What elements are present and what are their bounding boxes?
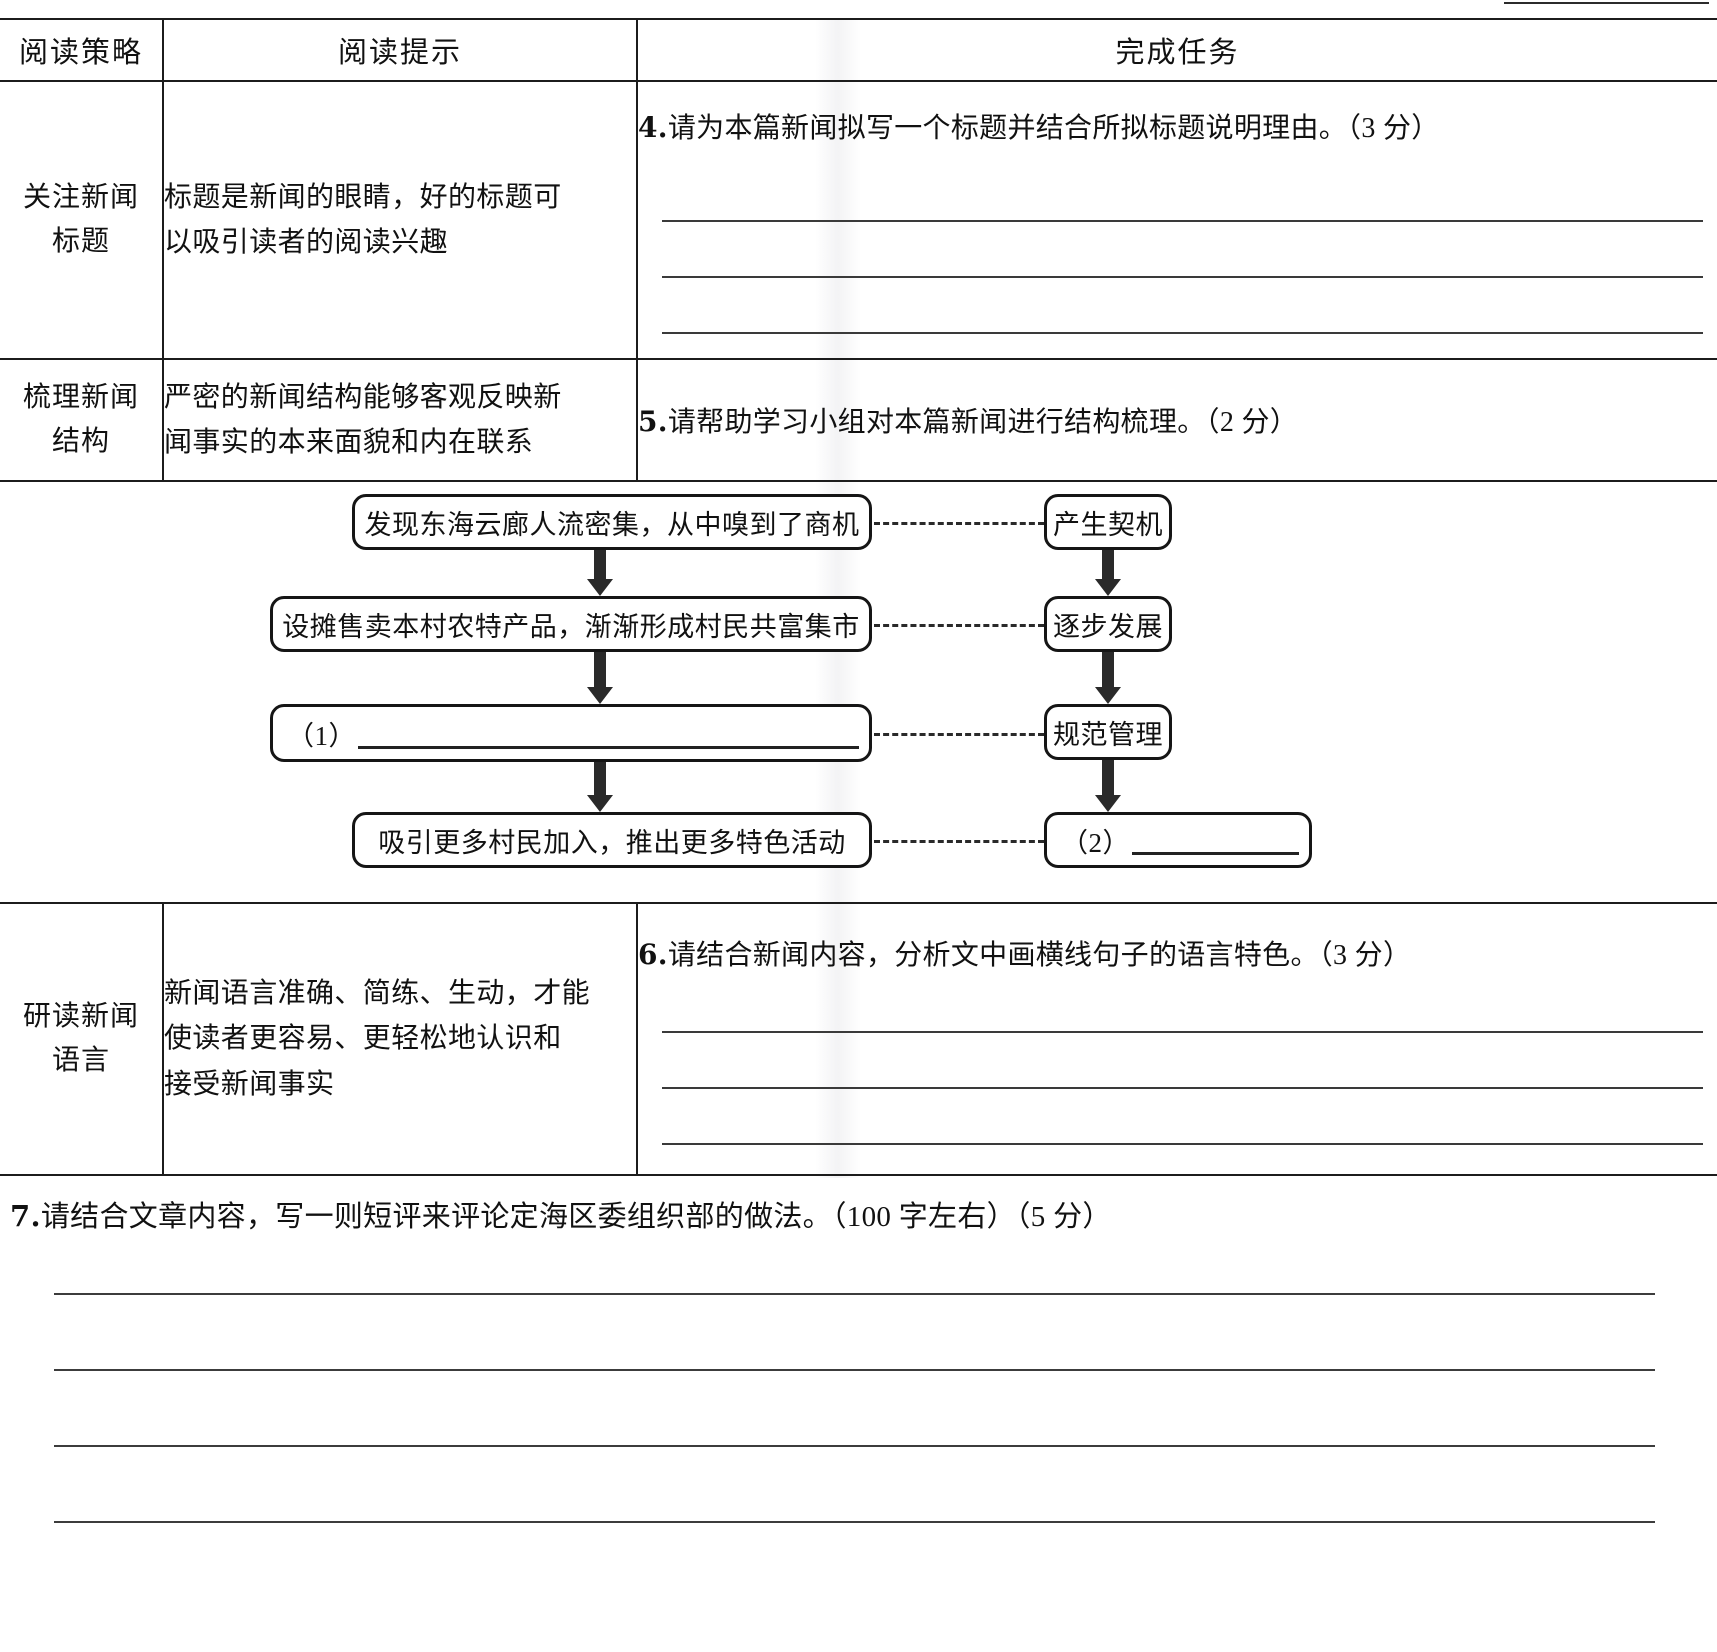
table-row-flowchart: 发现东海云廊人流密集，从中嗅到了商机 设摊售卖本村农特产品，渐渐形成村民共富集市… [0, 480, 1717, 904]
strategy-1-line2: 标题 [51, 226, 110, 257]
flow-left-box-2-label: 设摊售卖本村农特产品，渐渐形成村民共富集市 [282, 611, 860, 642]
answer-line[interactable] [662, 220, 1703, 222]
answer-line[interactable] [54, 1293, 1655, 1295]
flow-arrow-right-3 [1095, 760, 1121, 812]
header-strategy: 阅读策略 [0, 18, 164, 82]
answer-area-q7[interactable] [0, 1293, 1717, 1523]
question-4-number: 4. [638, 111, 668, 144]
flow-connector-3 [874, 733, 1044, 736]
header-task: 完成任务 [636, 18, 1717, 82]
question-6: 6.请结合新闻内容，分析文中画横线句子的语言特色。（3 分） [638, 933, 1717, 973]
question-6-text: 请结合新闻内容，分析文中画横线句子的语言特色。（3 分） [667, 940, 1412, 971]
hint-3-line1: 新闻语言准确、简练、生动，才能 [164, 977, 591, 1009]
strategy-3-line1: 研读新闻 [22, 1000, 139, 1032]
flow-connector-4 [874, 840, 1044, 843]
flow-connector-2 [874, 624, 1044, 627]
hint-cell-2: 严密的新闻结构能够客观反映新 闻事实的本来面貌和内在联系 [162, 358, 638, 482]
flow-left-box-3-fill-line[interactable] [358, 746, 859, 749]
question-7: 7.请结合文章内容，写一则短评来评论定海区委组织部的做法。（100 字左右）（5… [0, 1193, 1717, 1235]
flow-right-box-4-blank[interactable]: （2） [1044, 812, 1312, 868]
strategy-cell-1: 关注新闻 标题 [0, 80, 164, 360]
table-row-structure: 梳理新闻 结构 严密的新闻结构能够客观反映新 闻事实的本来面貌和内在联系 5.请… [0, 358, 1717, 482]
hint-cell-1: 标题是新闻的眼睛，好的标题可 以吸引读者的阅读兴趣 [162, 80, 638, 360]
flow-left-box-1: 发现东海云廊人流密集，从中嗅到了商机 [352, 494, 872, 550]
flow-arrow-right-2 [1095, 652, 1121, 704]
hint-1-line1: 标题是新闻的眼睛，好的标题可 [164, 181, 562, 213]
flow-arrow-right-1 [1095, 550, 1121, 596]
question-5-number: 5. [638, 405, 668, 438]
answer-area-q4[interactable] [638, 166, 1717, 334]
strategy-cell-3: 研读新闻 语言 [0, 902, 164, 1176]
flow-connector-1 [874, 522, 1044, 525]
flow-left-box-4: 吸引更多村民加入，推出更多特色活动 [352, 812, 872, 868]
corner-rule [1504, 2, 1709, 4]
table-row-language: 研读新闻 语言 新闻语言准确、简练、生动，才能 使读者更容易、更轻松地认识和 接… [0, 902, 1717, 1176]
flow-arrow-left-1 [587, 550, 613, 596]
strategy-1-line1: 关注新闻 [22, 181, 139, 213]
strategy-3-line2: 语言 [51, 1045, 110, 1076]
question-5: 5.请帮助学习小组对本篇新闻进行结构梳理。（2 分） [638, 400, 1717, 440]
flow-right-box-3: 规范管理 [1044, 704, 1172, 760]
flow-arrow-left-3 [587, 762, 613, 812]
answer-line[interactable] [54, 1369, 1655, 1371]
header-hint: 阅读提示 [162, 18, 638, 82]
flow-right-box-1-label: 产生契机 [1053, 509, 1163, 540]
hint-2-line2: 闻事实的本来面貌和内在联系 [164, 427, 534, 458]
flow-left-box-1-label: 发现东海云廊人流密集，从中嗅到了商机 [364, 509, 860, 540]
flowchart-cell: 发现东海云廊人流密集，从中嗅到了商机 设摊售卖本村农特产品，渐渐形成村民共富集市… [0, 480, 1717, 904]
flow-arrow-left-2 [587, 652, 613, 704]
hint-3-line2: 使读者更容易、更轻松地认识和 [164, 1023, 562, 1055]
flow-left-box-3-blank[interactable]: （1） [270, 704, 872, 762]
strategy-2-line2: 结构 [51, 426, 110, 457]
flow-right-box-4-fill-line[interactable] [1132, 852, 1299, 855]
task-cell-q5: 5.请帮助学习小组对本篇新闻进行结构梳理。（2 分） [636, 358, 1717, 482]
hint-1-line2: 以吸引读者的阅读兴趣 [164, 227, 449, 258]
flow-right-box-4-number: （2） [1061, 827, 1130, 858]
flow-right-box-3-label: 规范管理 [1053, 719, 1163, 750]
table-header-row: 阅读策略 阅读提示 完成任务 [0, 18, 1717, 82]
hint-3-line3: 接受新闻事实 [164, 1068, 335, 1100]
answer-line[interactable] [662, 1031, 1703, 1033]
question-7-text: 请结合文章内容，写一则短评来评论定海区委组织部的做法。（100 字左右）（5 分… [40, 1201, 1112, 1233]
task-cell-q4: 4.请为本篇新闻拟写一个标题并结合所拟标题说明理由。（3 分） [636, 80, 1717, 360]
question-7-block: 7.请结合文章内容，写一则短评来评论定海区委组织部的做法。（100 字左右）（5… [0, 1193, 1717, 1523]
flow-right-box-1: 产生契机 [1044, 494, 1172, 550]
strategy-2-line1: 梳理新闻 [22, 381, 139, 413]
hint-cell-3: 新闻语言准确、简练、生动，才能 使读者更容易、更轻松地认识和 接受新闻事实 [162, 902, 638, 1176]
answer-line[interactable] [662, 1143, 1703, 1145]
reading-strategy-table: 阅读策略 阅读提示 完成任务 关注新闻 标题 标题是新闻的眼睛，好的标题可 以吸… [0, 18, 1717, 1176]
question-7-number: 7. [10, 1199, 41, 1233]
question-4-text: 请为本篇新闻拟写一个标题并结合所拟标题说明理由。（3 分） [667, 113, 1440, 144]
flow-left-box-4-label: 吸引更多村民加入，推出更多特色活动 [378, 827, 846, 858]
answer-line[interactable] [54, 1521, 1655, 1523]
question-4: 4.请为本篇新闻拟写一个标题并结合所拟标题说明理由。（3 分） [638, 106, 1717, 146]
strategy-cell-2: 梳理新闻 结构 [0, 358, 164, 482]
question-6-number: 6. [638, 938, 668, 971]
answer-area-q6[interactable] [638, 993, 1717, 1145]
table-row-focus-headline: 关注新闻 标题 标题是新闻的眼睛，好的标题可 以吸引读者的阅读兴趣 4.请为本篇… [0, 80, 1717, 360]
answer-line[interactable] [662, 1087, 1703, 1089]
news-structure-flowchart: 发现东海云廊人流密集，从中嗅到了商机 设摊售卖本村农特产品，渐渐形成村民共富集市… [0, 482, 1717, 902]
flow-right-box-2-label: 逐步发展 [1053, 611, 1163, 642]
flow-right-box-2: 逐步发展 [1044, 596, 1172, 652]
hint-2-line1: 严密的新闻结构能够客观反映新 [164, 381, 562, 413]
question-5-text: 请帮助学习小组对本篇新闻进行结构梳理。（2 分） [667, 407, 1299, 438]
flow-left-box-3-number: （1） [287, 720, 356, 751]
answer-line[interactable] [54, 1445, 1655, 1447]
task-cell-q6: 6.请结合新闻内容，分析文中画横线句子的语言特色。（3 分） [636, 902, 1717, 1176]
answer-line[interactable] [662, 332, 1703, 334]
answer-line[interactable] [662, 276, 1703, 278]
flow-left-box-2: 设摊售卖本村农特产品，渐渐形成村民共富集市 [270, 596, 872, 652]
